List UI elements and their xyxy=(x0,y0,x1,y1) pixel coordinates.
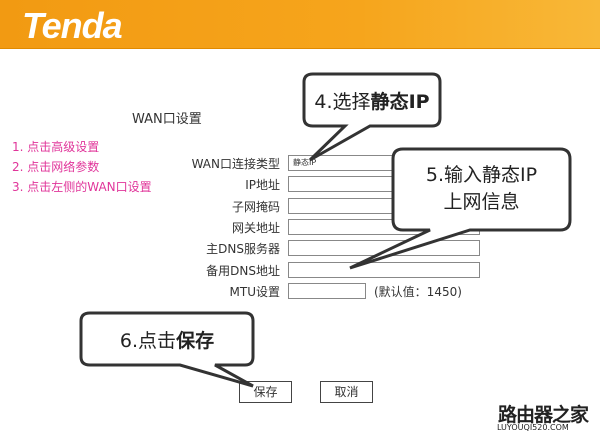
label-ip: IP地址 xyxy=(245,178,280,192)
callout-4-text: 4.选择静态IP xyxy=(314,91,430,113)
mtu-hint: (默认值：1450) xyxy=(374,285,462,299)
watermark-name: 路由器之家 xyxy=(498,404,589,426)
step-2: 2. 点击网络参数 xyxy=(12,160,100,174)
secondary-dns-input[interactable] xyxy=(288,262,480,278)
cancel-button[interactable]: 取消 xyxy=(320,381,373,403)
label-dns2: 备用DNS地址 xyxy=(206,264,280,278)
callout-6-text: 6.点击保存 xyxy=(119,330,215,352)
step-3: 3. 点击左侧的WAN口设置 xyxy=(12,180,152,194)
label-dns1: 主DNS服务器 xyxy=(206,242,280,256)
tenda-logo: Tenda xyxy=(22,5,123,46)
header-bar: Tenda xyxy=(0,0,600,49)
label-wan-type: WAN口连接类型 xyxy=(191,157,280,171)
callout-4-bubble xyxy=(302,72,442,162)
callout-6-bubble xyxy=(79,311,255,388)
mtu-input[interactable] xyxy=(288,283,366,299)
label-gateway: 网关地址 xyxy=(231,221,280,235)
watermark-url: LUYOUQI520.COM xyxy=(497,423,569,432)
page-title: WAN口设置 xyxy=(132,112,202,127)
step-1: 1. 点击高级设置 xyxy=(12,140,100,154)
label-mtu: MTU设置 xyxy=(229,285,280,299)
label-mask: 子网掩码 xyxy=(231,200,280,214)
callout-5-bubble xyxy=(349,147,572,270)
